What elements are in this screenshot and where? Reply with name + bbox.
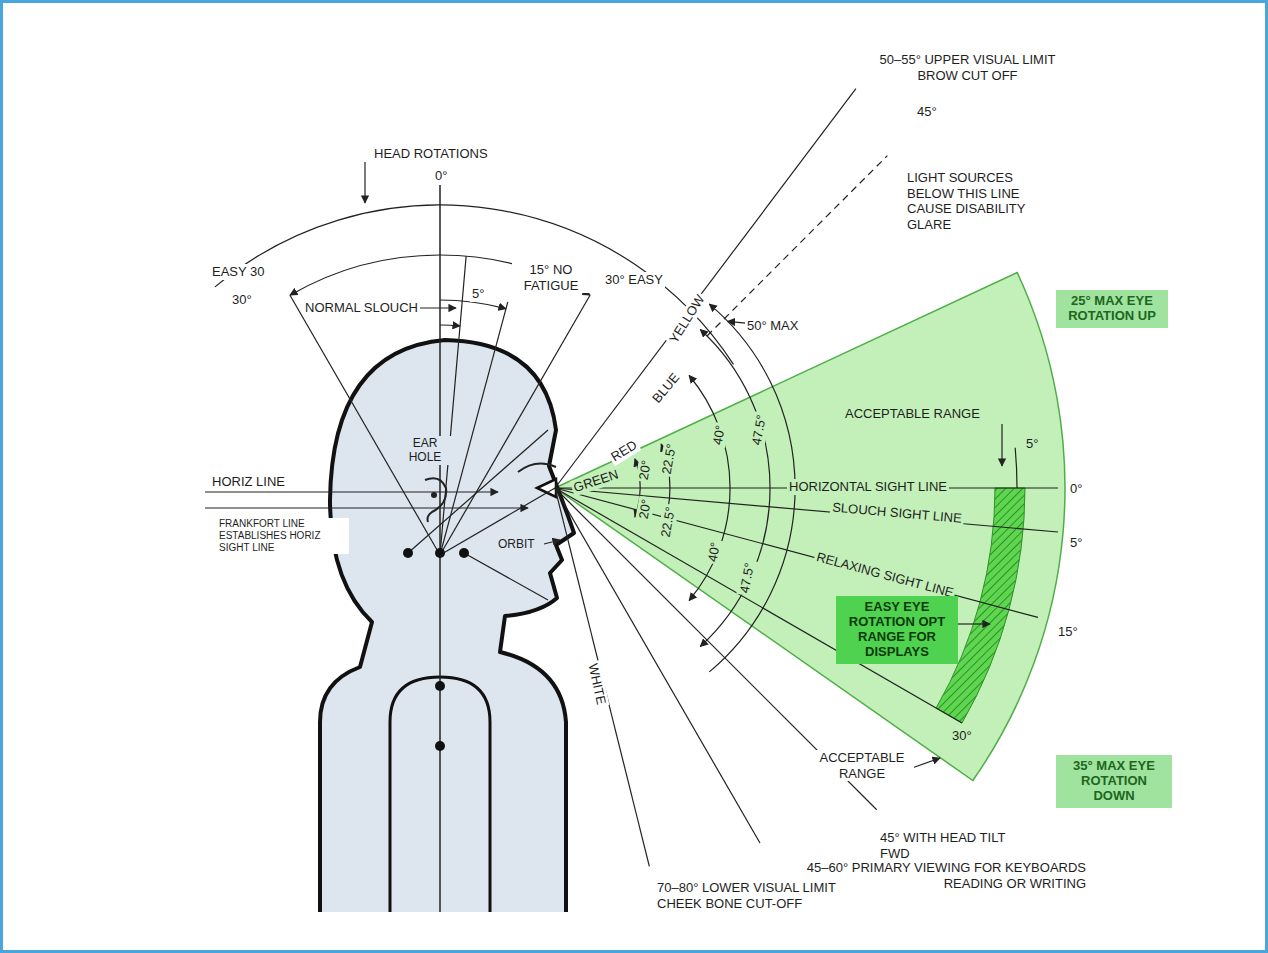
ear-hole-dot [431, 492, 437, 498]
annotation-label: 5° [1068, 535, 1084, 551]
sight-line-30 [555, 488, 962, 723]
callout-box: 35° MAX EYE ROTATION DOWN [1056, 755, 1172, 808]
glare-line [707, 156, 887, 336]
horiz-line [205, 491, 498, 492]
annotation-label: NORMAL SLOUCH [303, 300, 420, 316]
leader-line [1001, 424, 1002, 466]
callout-text: 25° MAX EYE ROTATION UP [1062, 294, 1162, 324]
annotation-label: 70–80° LOWER VISUAL LIMIT CHEEK BONE CUT… [655, 880, 874, 911]
head-body-silhouette [320, 340, 574, 912]
annotation-label: HEAD ROTATIONS [372, 146, 490, 162]
head-rotation-arc [290, 255, 590, 295]
annotation-label: HORIZONTAL SIGHT LINE [787, 479, 949, 495]
annotation-label: 0° [1068, 481, 1084, 497]
leader-line [290, 295, 440, 555]
leader-line [440, 302, 508, 555]
annotation-label: 30° [230, 292, 254, 308]
annotation-label: HORIZ LINE [210, 474, 287, 490]
brow [518, 463, 556, 472]
leader-line [440, 256, 466, 555]
annotation-label: 50° MAX [745, 318, 800, 334]
annotation-label: 15° NO FATIGUE [512, 262, 590, 293]
annotation-label: ACCEPTABLE RANGE [810, 750, 914, 781]
callout-box: EASY EYE ROTATION OPT RANGE FOR DISPLAYS [836, 596, 958, 664]
relaxing-sight-line [555, 488, 1038, 617]
annotation-label: EAR HOLE [398, 436, 452, 465]
construction-lines [205, 89, 1058, 912]
pivot-dot [459, 548, 469, 558]
leader-line [912, 758, 940, 768]
annotation-label: ORBIT [496, 537, 537, 551]
leader-line [958, 623, 990, 624]
annotation-label: 15° [1056, 624, 1080, 640]
callout-text: EASY EYE ROTATION OPT RANGE FOR DISPLAYS [842, 600, 952, 660]
annotation-label: LIGHT SOURCES BELOW THIS LINE CAUSE DISA… [905, 170, 1041, 232]
pivot-dot [403, 548, 413, 558]
callout-text: 35° MAX EYE ROTATION DOWN [1062, 759, 1166, 804]
annotation-label: ACCEPTABLE RANGE [843, 406, 982, 422]
angle-arc [1015, 448, 1017, 488]
annotation-label: EASY 30 [210, 264, 267, 280]
slouch-sight-line [555, 488, 1058, 532]
frankfort-line [205, 507, 528, 508]
leader-line [440, 295, 590, 555]
annotation-label: 5° [1024, 436, 1040, 452]
angle-arc [700, 330, 770, 647]
annotation-label: 0° [433, 168, 449, 184]
pivot-dot [435, 681, 445, 691]
lower-visual-limit-line [555, 488, 649, 866]
annotation-label: 30° [950, 728, 974, 744]
annotation-label: FRANKFORT LINE ESTABLISHES HORIZ SIGHT L… [217, 518, 349, 554]
leader-line [440, 488, 555, 555]
leader-line [364, 162, 365, 203]
pivot-dot [435, 741, 445, 751]
primary-viewing-line [555, 488, 760, 843]
pivot-dot [435, 548, 445, 558]
upper-visual-limit-line [555, 89, 856, 488]
annotation-label: 45° WITH HEAD TILT FWD [878, 830, 1014, 861]
angle-arc [440, 324, 460, 326]
callout-box: 25° MAX EYE ROTATION UP [1056, 290, 1168, 328]
eye-sector-layer [555, 273, 1065, 781]
annotation-label: 45° [915, 104, 939, 120]
annotation-label: 50–55° UPPER VISUAL LIMIT BROW CUT OFF [858, 52, 1077, 83]
angle-arc [709, 304, 795, 672]
angle-arc [689, 376, 730, 601]
annotation-label: 30° EASY [603, 272, 665, 288]
leader-line [464, 553, 548, 600]
annotation-label: 5° [470, 286, 486, 302]
eye-rotation-sector [555, 273, 1065, 781]
eye [537, 479, 556, 497]
leader-line [544, 540, 560, 544]
head-rotation-arc [215, 205, 734, 364]
